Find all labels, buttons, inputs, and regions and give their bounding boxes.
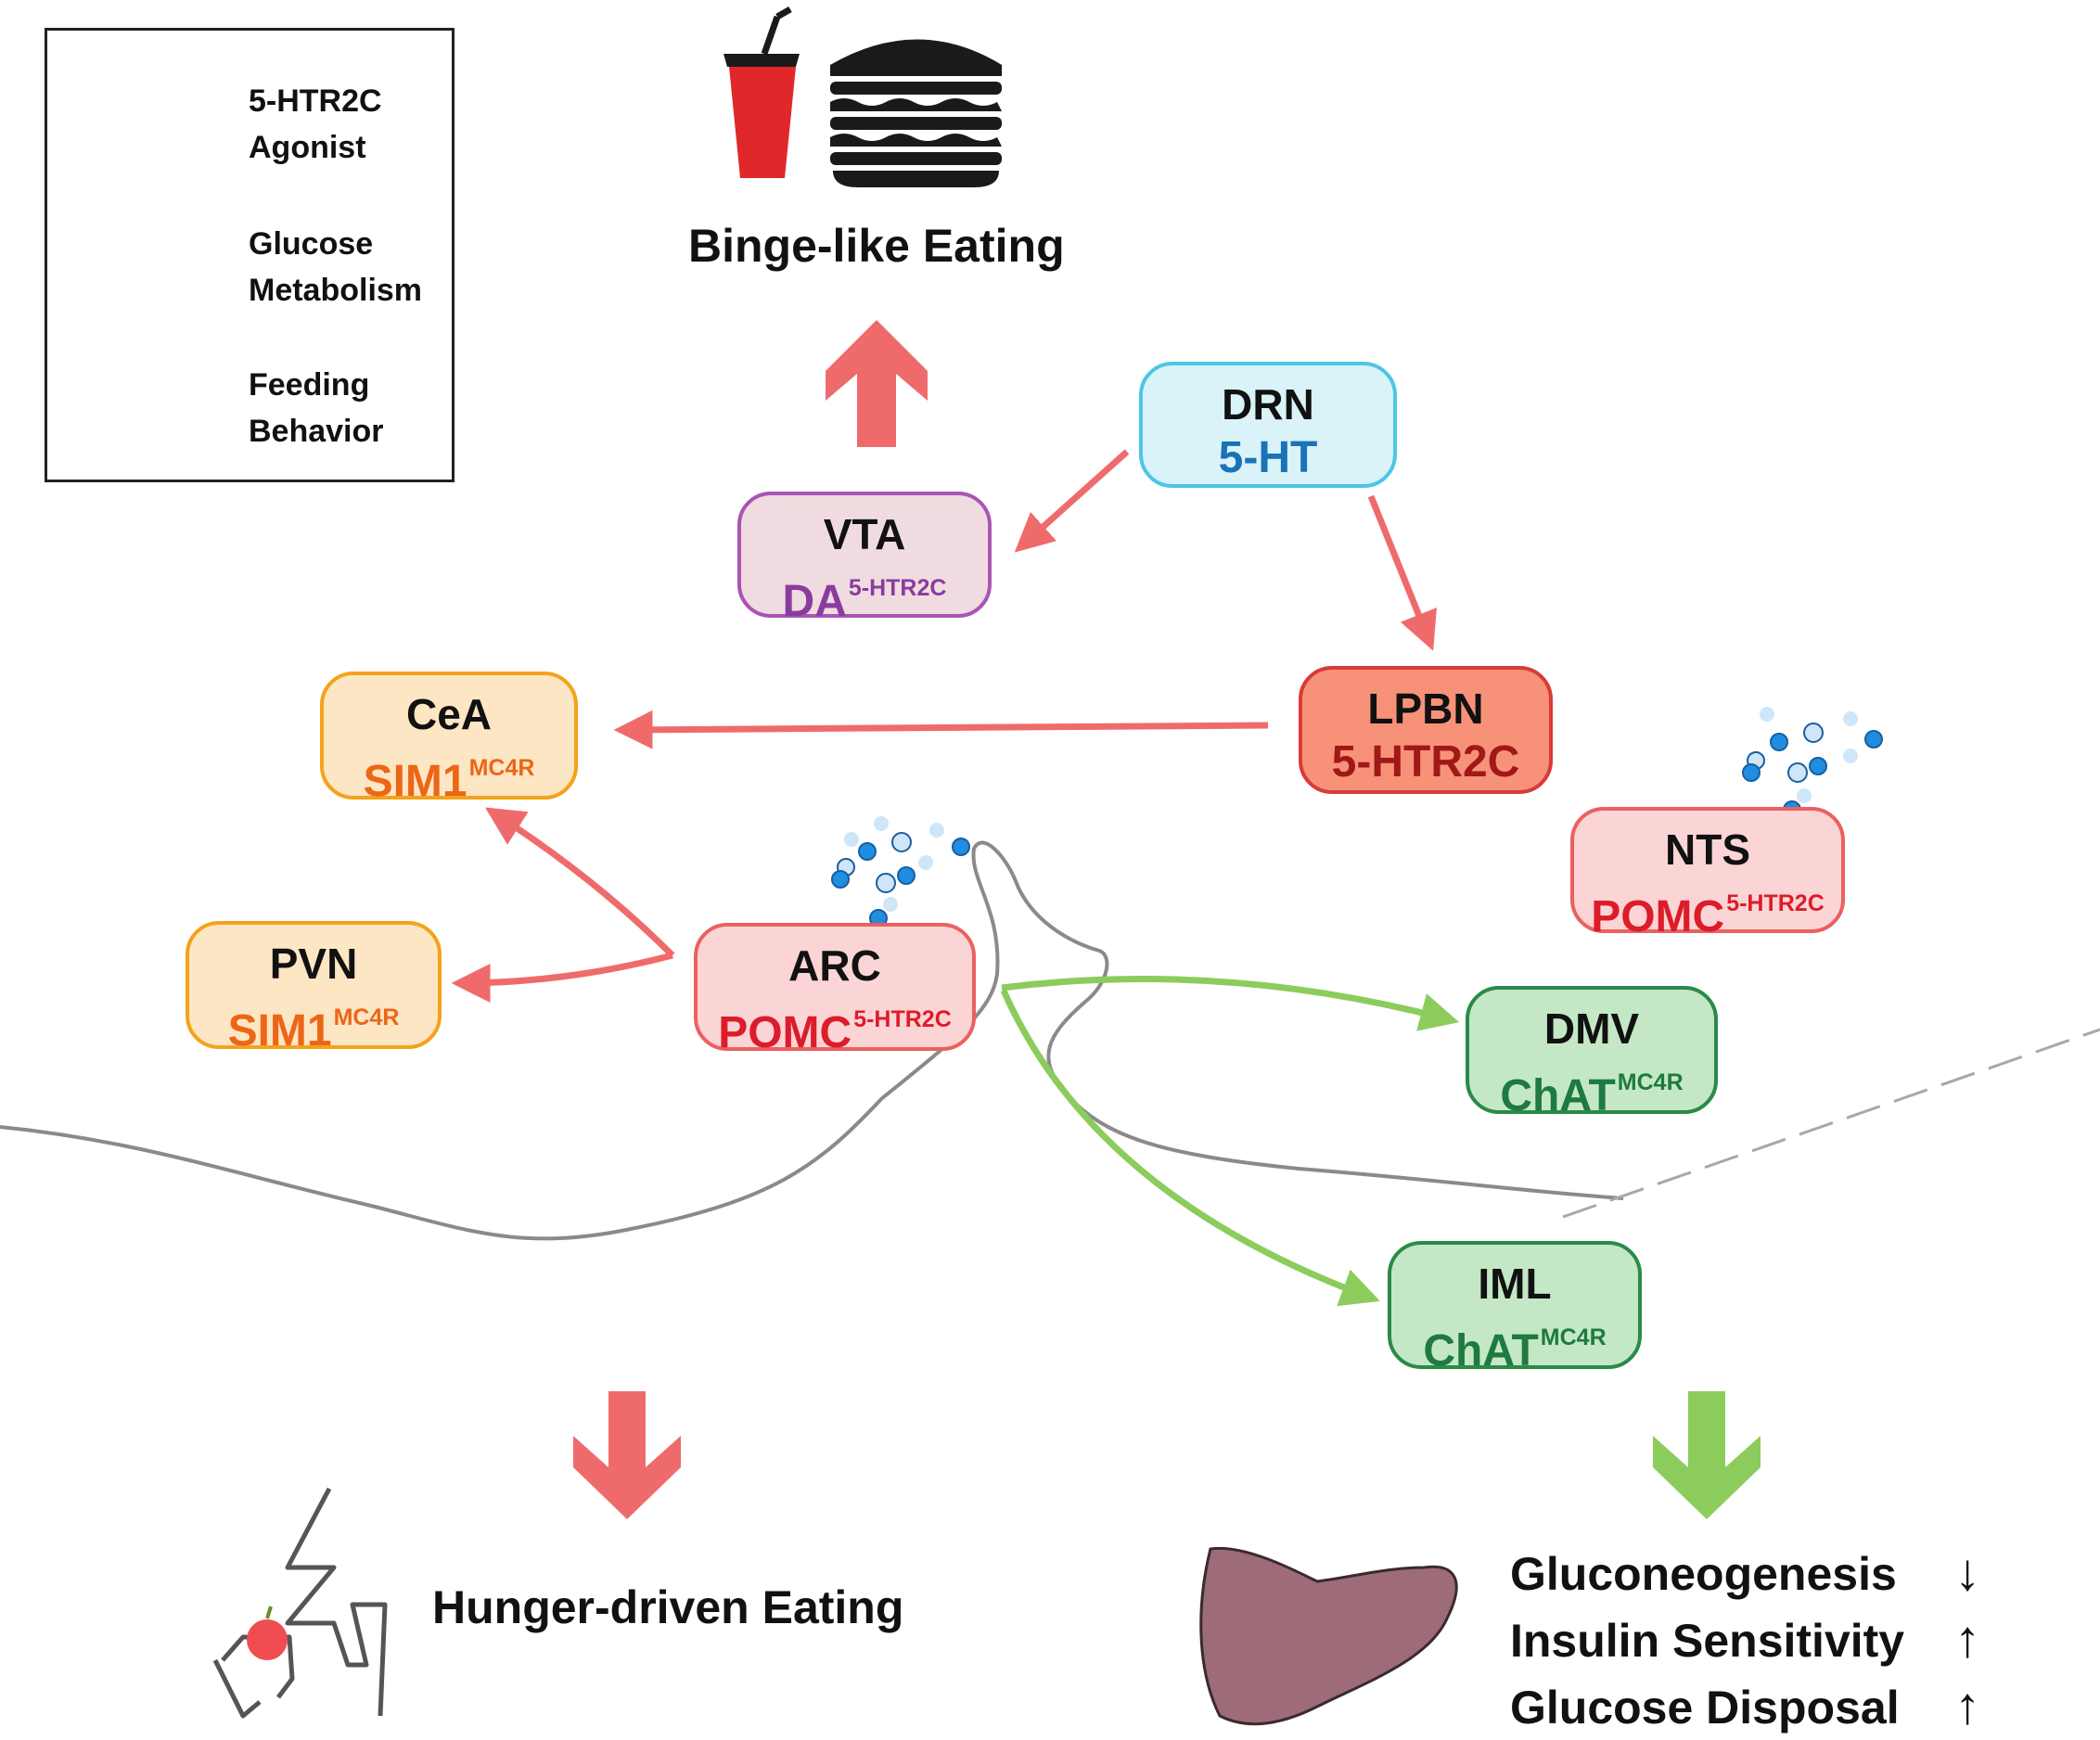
node-iml-marker: ChATMC4R bbox=[1423, 1324, 1607, 1375]
liver-icon bbox=[1199, 1546, 1458, 1726]
node-pvn-marker: SIM1MC4R bbox=[227, 1004, 400, 1056]
node-drn: DRN 5-HT bbox=[1139, 362, 1397, 488]
node-iml-name: IML bbox=[1478, 1260, 1552, 1308]
outcome-gluconeogenesis: Gluconeogenesis bbox=[1510, 1548, 1897, 1600]
arrow-drn-to-vta bbox=[1014, 449, 1130, 553]
eating-person-icon bbox=[212, 1487, 388, 1719]
hunger-eating-label: Hunger-driven Eating bbox=[432, 1581, 904, 1633]
arrow-arc-to-pvn bbox=[451, 952, 673, 1003]
node-lpbn-marker: 5-HTR2C bbox=[1331, 737, 1520, 787]
hunger-down-arrow bbox=[573, 1391, 681, 1519]
arrow-arc-to-dmv bbox=[1001, 976, 1460, 1031]
agonist-cluster-arc bbox=[831, 816, 970, 928]
burger-icon bbox=[830, 39, 1002, 187]
node-arc: ARC POMC5-HTR2C bbox=[694, 923, 976, 1057]
node-pvn-name: PVN bbox=[269, 940, 358, 988]
outcome-glucose-disposal-arrow: ↑ bbox=[1954, 1676, 1980, 1734]
node-iml: IML ChATMC4R bbox=[1388, 1241, 1642, 1375]
legend-glucose-label: Glucose Metabolism bbox=[249, 226, 423, 308]
spinal-dashed-line bbox=[1562, 1028, 2100, 1219]
arrow-arc-to-iml bbox=[1000, 989, 1380, 1307]
node-dmv-name: DMV bbox=[1543, 1004, 1640, 1053]
legend-agonist-label: 5-HTR2C Agonist bbox=[249, 83, 382, 165]
node-nts: NTS POMC5-HTR2C bbox=[1570, 807, 1845, 941]
outcome-glucose-disposal: Glucose Disposal bbox=[1510, 1682, 1900, 1734]
node-nts-name: NTS bbox=[1665, 825, 1750, 874]
binge-up-arrow bbox=[826, 320, 928, 447]
node-arc-marker: POMC5-HTR2C bbox=[718, 1006, 952, 1057]
node-vta-marker: DA5-HTR2C bbox=[782, 575, 947, 626]
arrow-drn-to-lpbn bbox=[1367, 494, 1437, 651]
brain-outline bbox=[0, 840, 1624, 1241]
glucose-down-arrow bbox=[1653, 1391, 1761, 1519]
legend-box bbox=[45, 28, 455, 482]
node-cea-name: CeA bbox=[405, 690, 493, 738]
outcome-gluconeogenesis-arrow: ↓ bbox=[1954, 1542, 1980, 1601]
node-lpbn-name: LPBN bbox=[1367, 684, 1484, 733]
node-nts-marker: POMC5-HTR2C bbox=[1591, 890, 1825, 941]
binge-eating-label: Binge-like Eating bbox=[688, 220, 1065, 272]
node-pvn: PVN SIM1MC4R bbox=[186, 921, 442, 1056]
node-cea-marker: SIM1MC4R bbox=[363, 755, 535, 806]
node-cea: CeA SIM1MC4R bbox=[320, 672, 578, 806]
node-drn-marker: 5-HT bbox=[1218, 433, 1318, 482]
agonist-cluster-nts bbox=[1742, 707, 1883, 819]
drink-cup-icon bbox=[723, 6, 800, 178]
node-drn-name: DRN bbox=[1222, 380, 1314, 429]
node-dmv-marker: ChATMC4R bbox=[1500, 1069, 1684, 1120]
node-vta-name: VTA bbox=[823, 510, 906, 558]
legend-feeding-label: Feeding Behavior bbox=[249, 367, 384, 449]
outcome-insulin-sensitivity: Insulin Sensitivity bbox=[1510, 1615, 1905, 1667]
outcome-insulin-sensitivity-arrow: ↑ bbox=[1954, 1609, 1980, 1668]
node-dmv: DMV ChATMC4R bbox=[1466, 986, 1718, 1120]
node-lpbn: LPBN 5-HTR2C bbox=[1299, 666, 1553, 794]
arrow-arc-to-cea bbox=[484, 807, 675, 958]
node-vta: VTA DA5-HTR2C bbox=[737, 492, 992, 626]
node-arc-name: ARC bbox=[788, 941, 881, 990]
arrow-lpbn-to-cea bbox=[613, 710, 1269, 749]
